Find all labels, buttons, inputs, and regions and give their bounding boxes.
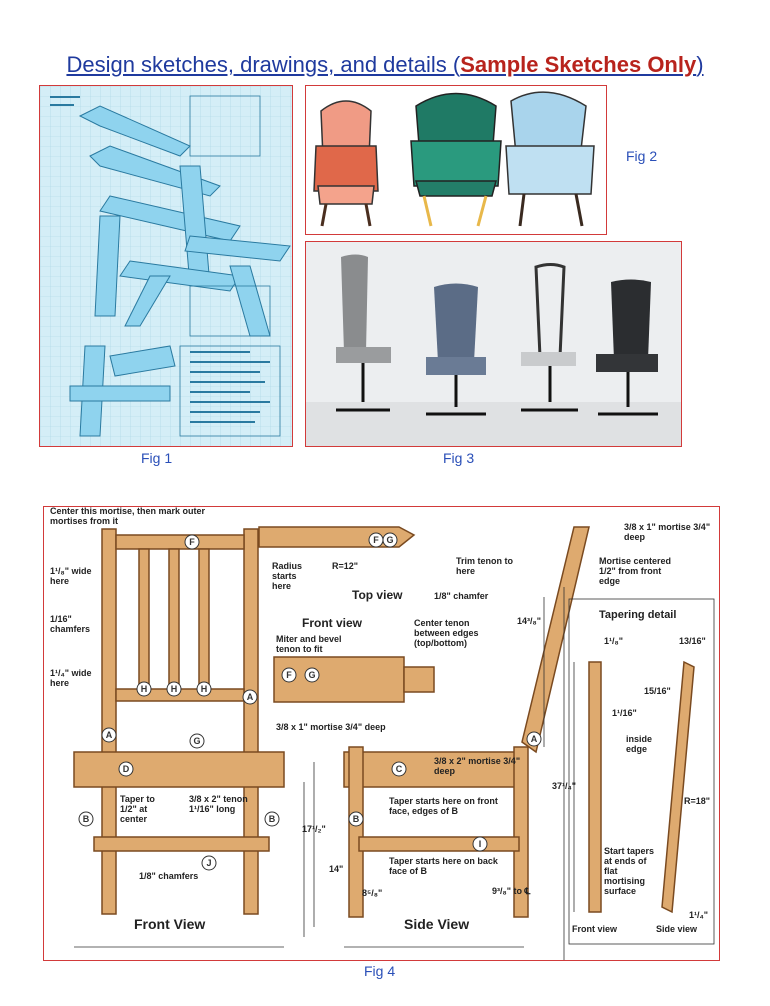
label-mortise-side: 3/8 x 2" mortise 3/4" deep [434, 756, 521, 776]
label-dim-37-1-4: 37¹/₄" [552, 781, 577, 791]
svg-text:F: F [286, 670, 292, 680]
svg-text:B: B [269, 814, 276, 824]
label-dim-17-1-2: 17¹/₂" [302, 824, 326, 834]
label-chamfer-top: 1/8" chamfer [434, 591, 489, 601]
fig3-caption: Fig 3 [443, 450, 475, 466]
label-mortise-top-right: 3/8 x 1" mortise 3/4" deep [624, 522, 711, 542]
svg-text:C: C [396, 764, 403, 774]
svg-text:H: H [201, 684, 208, 694]
label-side-view-tiny: Side view [656, 924, 698, 934]
svg-text:G: G [193, 736, 200, 746]
title-main: Design sketches, drawings, and details ( [66, 52, 461, 77]
fig4-technical-drawing: F H H H A A G D B B J F G F G C A B I [43, 506, 720, 961]
label-center-tenon: Center tenon between edges (top/bottom) [414, 618, 479, 648]
page-title: Design sketches, drawings, and details (… [0, 52, 770, 78]
label-dim-15-16: 15/16" [644, 686, 671, 696]
label-taper-front: Taper starts here on front face, edges o… [389, 796, 498, 816]
svg-text:F: F [373, 535, 379, 545]
fig1-blueprint-image [39, 85, 293, 447]
svg-text:A: A [247, 692, 254, 702]
label-front-view-tiny: Front view [572, 924, 618, 934]
label-dim-13-16: 13/16" [679, 636, 706, 646]
label-miter: Miter and bevel tenon to fit [276, 634, 342, 654]
fig4-caption: Fig 4 [364, 963, 396, 979]
svg-text:A: A [106, 730, 113, 740]
fig1-caption: Fig 1 [141, 450, 173, 466]
label-front-view-small: Front view [302, 616, 363, 630]
svg-text:D: D [123, 764, 130, 774]
armchairs-illustration [313, 91, 595, 227]
title-close: ) [696, 52, 704, 77]
label-mortise-centered: Mortise centered 1/2" from front edge [599, 556, 672, 586]
label-radius-starts: Radius starts here [272, 561, 303, 591]
label-dim-14-3-8: 14³/₈" [517, 616, 541, 626]
svg-text:J: J [206, 858, 211, 868]
chair-plans-drawing: F H H H A A G D B B J F G F G C A B I [73, 526, 715, 960]
svg-text:F: F [189, 537, 195, 547]
label-dim-1-1-16: 1¹/16" [612, 708, 637, 718]
fig3-office-chairs-image [305, 241, 682, 447]
svg-text:I: I [479, 839, 482, 849]
svg-text:A: A [531, 734, 538, 744]
label-dim-1-1-4: 1¹/₄" [689, 910, 709, 920]
label-tenon: 3/8 x 2" tenon 1¹/16" long [189, 794, 248, 814]
label-dim-9-3-8: 9³/₈" to ℄ [492, 886, 531, 896]
label-inside-edge: inside edge [626, 734, 653, 754]
label-taper-back: Taper starts here on back face of B [389, 856, 498, 876]
svg-text:G: G [386, 535, 393, 545]
label-chamfers-1: 1/16" chamfers [50, 614, 91, 634]
svg-text:H: H [141, 684, 148, 694]
label-tapering-detail: Tapering detail [599, 609, 677, 621]
title-emphasis: Sample Sketches Only [460, 52, 697, 77]
office-chairs-photo [306, 254, 681, 446]
svg-text:H: H [171, 684, 178, 694]
label-dim-14: 14" [329, 864, 344, 874]
fig2-caption: Fig 2 [626, 148, 658, 164]
label-r18: R=18" [684, 796, 711, 806]
fig4-label-layer: Center this mortise, then mark outer mor… [44, 507, 719, 960]
label-center-mortise: Center this mortise, then mark outer mor… [50, 506, 206, 526]
label-side-view: Side View [404, 916, 470, 932]
svg-text:G: G [308, 670, 315, 680]
label-mortise-small: 3/8 x 1" mortise 3/4" deep [276, 722, 386, 732]
label-wide-2: 1¹/₄" wide here [50, 668, 92, 688]
blueprint-drawing [40, 86, 292, 446]
fig2-armchairs-image [305, 85, 607, 235]
svg-text:B: B [353, 814, 360, 824]
label-top-view: Top view [352, 588, 403, 602]
label-taper-center: Taper to 1/2" at center [120, 794, 155, 824]
label-start-tapers: Start tapers at ends of flat mortising s… [604, 846, 655, 896]
label-dim-1-1-8: 1¹/₈" [604, 636, 623, 646]
label-r12: R=12" [332, 561, 359, 571]
label-trim-tenon: Trim tenon to here [456, 556, 513, 576]
label-dim-8-5-8: 8⁵/₈" [362, 888, 383, 898]
label-wide-1: 1¹/₈" wide here [50, 566, 92, 586]
label-front-view: Front View [134, 916, 206, 932]
svg-text:B: B [83, 814, 90, 824]
label-chamfers-2: 1/8" chamfers [139, 871, 199, 881]
